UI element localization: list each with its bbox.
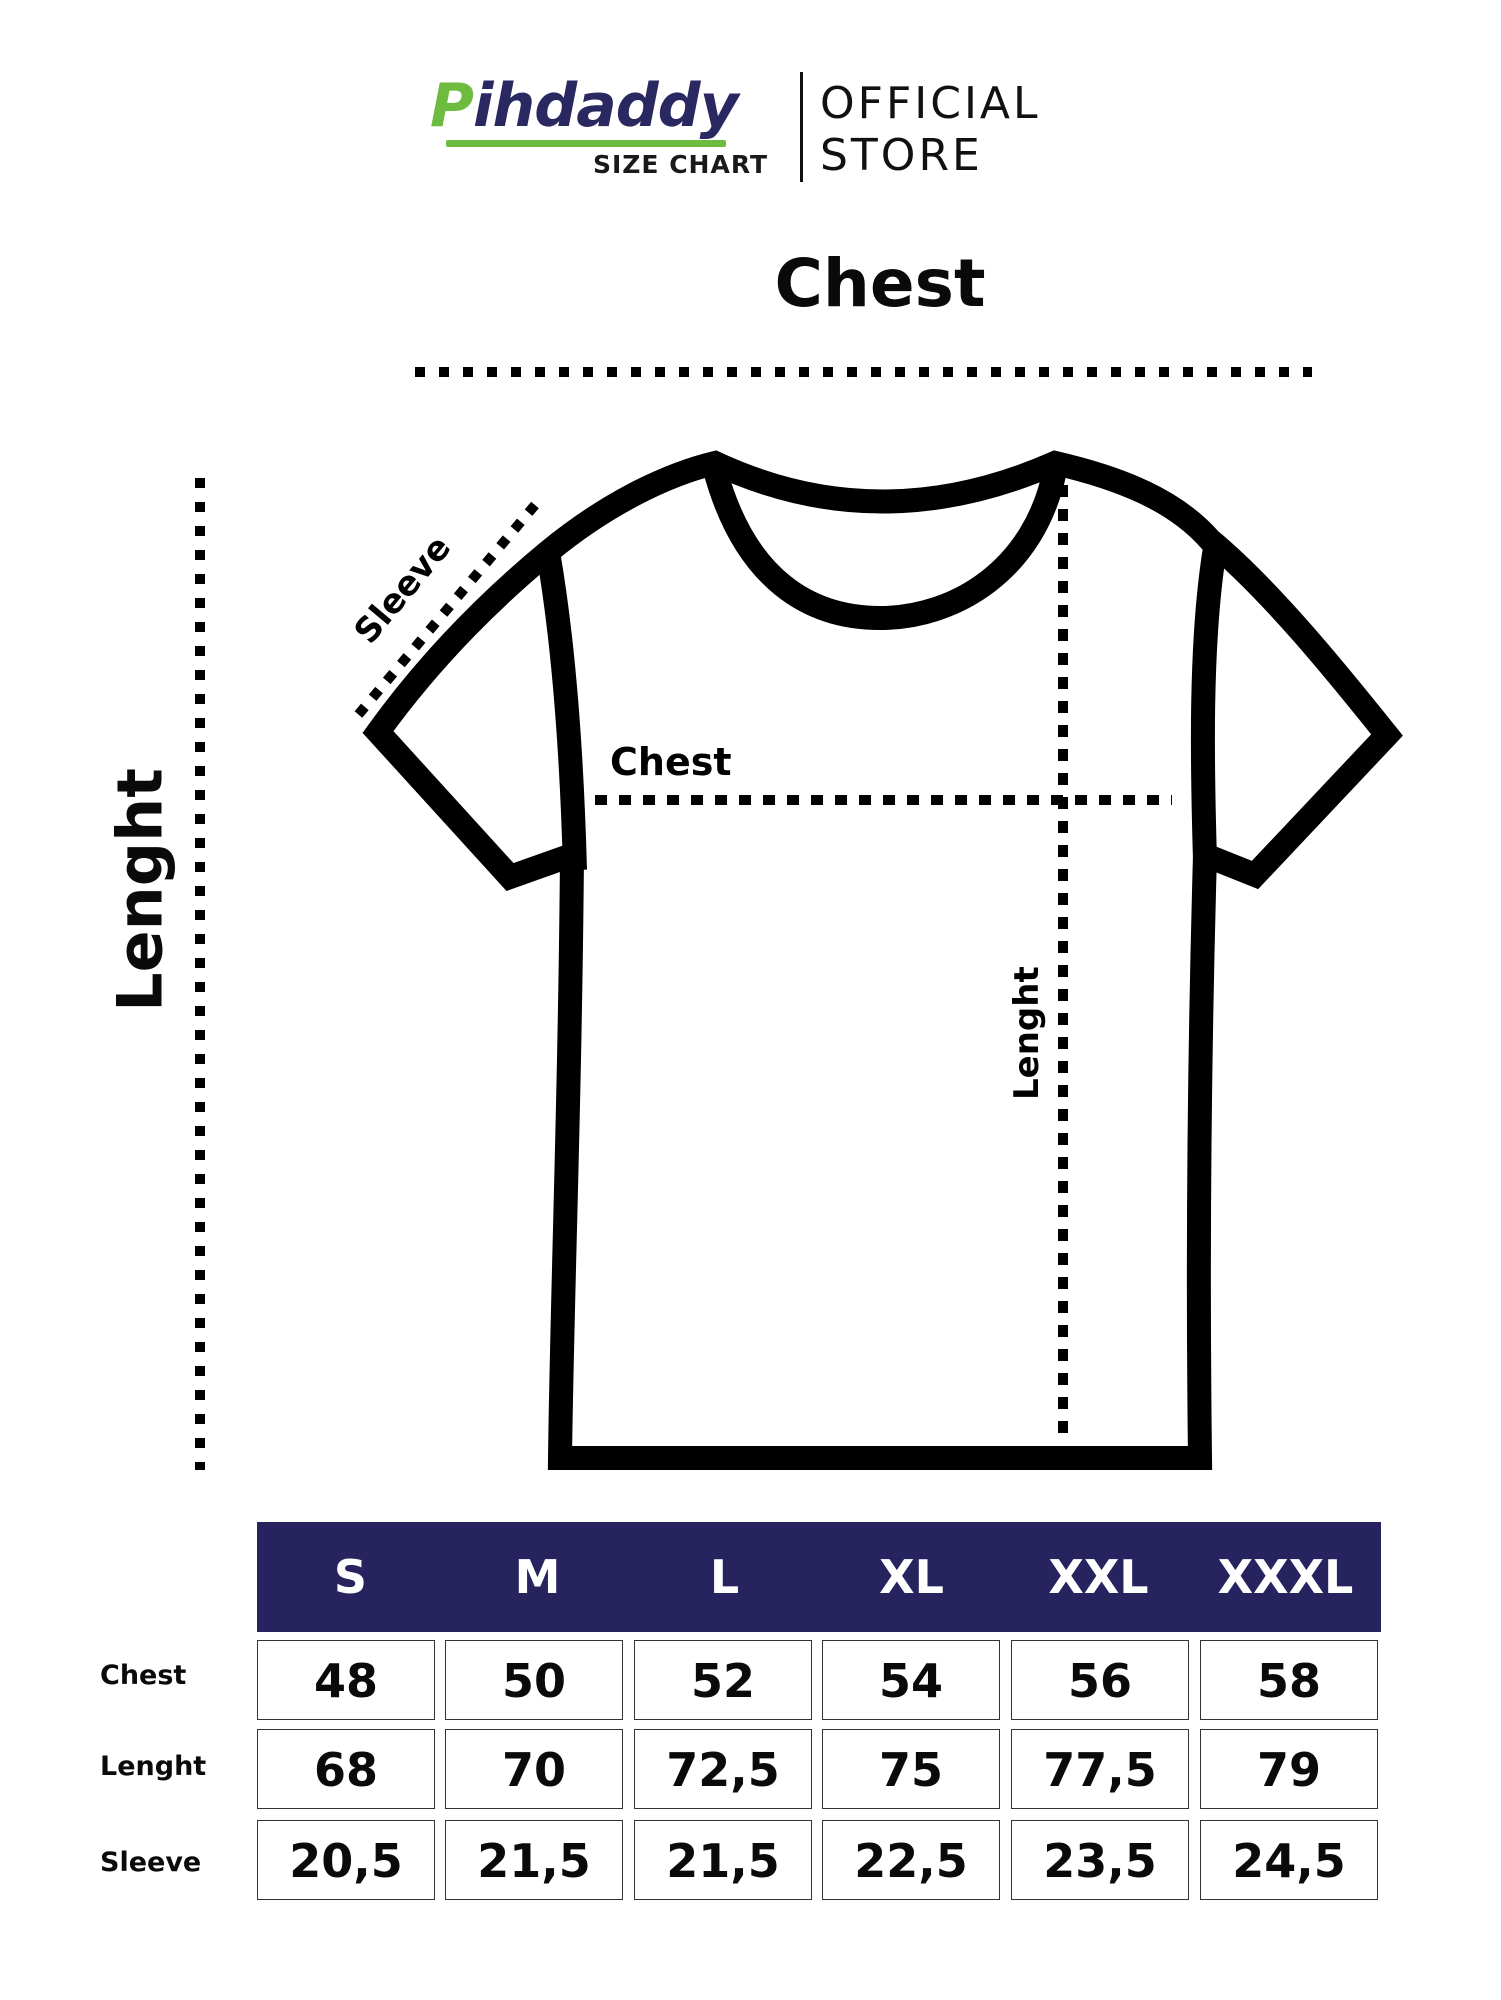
tshirt-collar — [703, 466, 1067, 631]
table-cell: 79 — [1200, 1729, 1378, 1809]
left-sleeve-seam — [536, 549, 587, 871]
table-cell: 77,5 — [1011, 1729, 1189, 1809]
table-cell: 50 — [445, 1640, 623, 1720]
chest-diagram-label: Chest — [610, 740, 732, 784]
size-header-bar: S M L XL XXL XXXL — [257, 1522, 1381, 1632]
brand-logo: Pihdaddy SIZE CHART — [430, 70, 770, 185]
size-header-xxxl: XXXL — [1217, 1550, 1354, 1604]
official-store-label: OFFICIAL STORE — [820, 78, 1100, 182]
sleeve-diagram-label: Sleeve — [346, 528, 459, 651]
size-header-l: L — [709, 1550, 740, 1604]
table-cell: 54 — [822, 1640, 1000, 1720]
table-cell: 58 — [1200, 1640, 1378, 1720]
chest-title: Chest — [774, 245, 986, 322]
tshirt-outline — [362, 450, 1403, 1470]
table-cell: 21,5 — [445, 1820, 623, 1900]
size-header-xl: XL — [879, 1550, 944, 1604]
table-cell: 52 — [634, 1640, 812, 1720]
brand-underline — [446, 140, 726, 147]
table-cell: 22,5 — [822, 1820, 1000, 1900]
length-diagram-label: Lenght — [1007, 966, 1047, 1100]
row-label-sleeve: Sleeve — [100, 1847, 202, 1878]
table-cell: 75 — [822, 1729, 1000, 1809]
tshirt-diagram: Sleeve Chest Lenght — [195, 367, 1403, 1470]
size-header-xxl: XXL — [1048, 1550, 1149, 1604]
store-line-2: STORE — [820, 130, 983, 181]
table-cell: 56 — [1011, 1640, 1189, 1720]
right-sleeve-seam — [1190, 546, 1227, 861]
store-line-1: OFFICIAL — [820, 78, 1041, 129]
table-cell: 72,5 — [634, 1729, 812, 1809]
size-header-s: S — [333, 1550, 368, 1604]
brand-subtitle: SIZE CHART — [592, 150, 768, 179]
table-cell: 23,5 — [1011, 1820, 1189, 1900]
table-cell: 24,5 — [1200, 1820, 1378, 1900]
header-divider — [800, 72, 803, 182]
size-header-m: M — [514, 1550, 561, 1604]
table-cell: 70 — [445, 1729, 623, 1809]
brand-wordmark: Pihdaddy — [430, 71, 739, 141]
table-cell: 20,5 — [257, 1820, 435, 1900]
row-label-chest: Chest — [100, 1660, 187, 1691]
sleeve-measure-line — [354, 501, 539, 719]
table-cell: 21,5 — [634, 1820, 812, 1900]
table-cell: 68 — [257, 1729, 435, 1809]
row-label-length: Lenght — [100, 1751, 207, 1782]
table-cell: 48 — [257, 1640, 435, 1720]
